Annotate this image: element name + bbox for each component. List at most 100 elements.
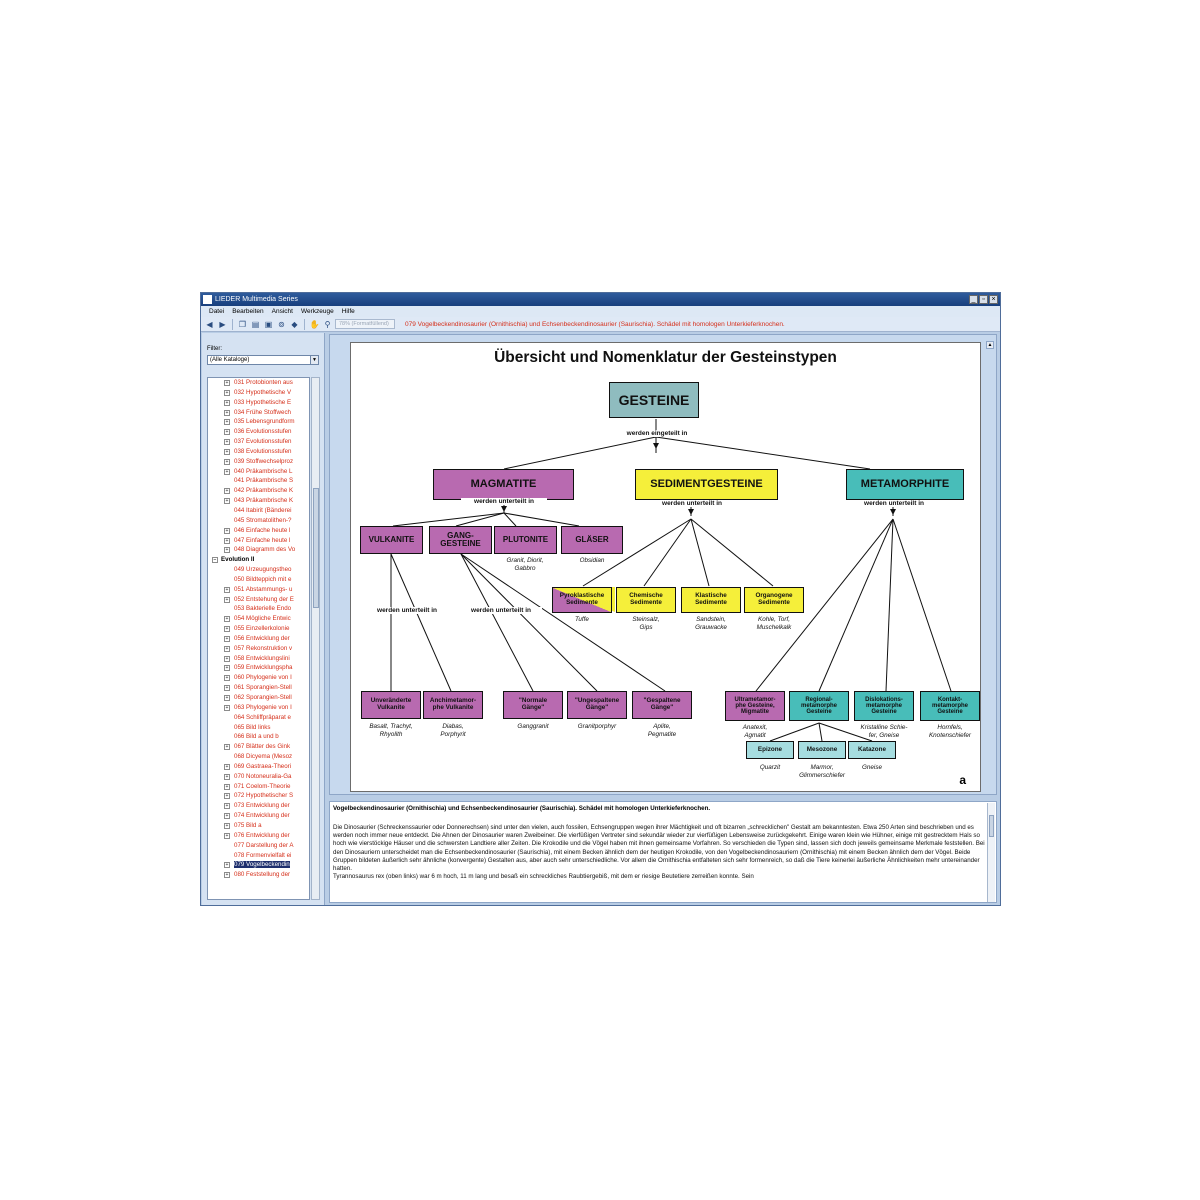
filter-select[interactable]: (Alle Kataloge) ▼ bbox=[207, 355, 319, 365]
expand-icon[interactable]: + bbox=[224, 439, 230, 446]
close-button[interactable]: × bbox=[989, 295, 998, 304]
expand-icon[interactable]: + bbox=[224, 488, 230, 495]
expand-icon[interactable]: + bbox=[224, 527, 230, 534]
expand-icon[interactable]: + bbox=[224, 695, 230, 701]
expand-icon[interactable]: + bbox=[224, 832, 230, 839]
tree-item[interactable]: +036 Evolutionsstufen bbox=[208, 427, 309, 437]
text-scrollbar[interactable] bbox=[987, 803, 995, 902]
tree-item[interactable]: 066 Bild a und b bbox=[208, 732, 309, 742]
expand-icon[interactable]: + bbox=[224, 685, 230, 692]
chevron-down-icon[interactable]: ▼ bbox=[310, 356, 318, 364]
tree-item[interactable]: +058 Entwicklungslini bbox=[208, 654, 309, 664]
expand-icon[interactable]: + bbox=[224, 675, 230, 682]
tree-item[interactable]: +075 Bild a bbox=[208, 821, 309, 831]
tree-group[interactable]: −Evolution II bbox=[208, 555, 309, 565]
menu-werkzeuge[interactable]: Werkzeuge bbox=[300, 308, 334, 315]
tree-item[interactable]: 064 Schliffpräparat e bbox=[208, 713, 309, 723]
expand-icon[interactable]: + bbox=[224, 380, 230, 386]
expand-icon[interactable]: + bbox=[224, 862, 230, 869]
expand-icon[interactable]: + bbox=[224, 822, 230, 829]
collapse-icon[interactable]: − bbox=[212, 557, 218, 564]
scrollbar-thumb[interactable] bbox=[989, 815, 994, 837]
tree-item[interactable]: +043 Präkambrische K bbox=[208, 496, 309, 506]
expand-icon[interactable]: + bbox=[224, 655, 230, 662]
tree-item[interactable]: +080 Feststellung der bbox=[208, 870, 309, 880]
bookmark-icon[interactable]: ◆ bbox=[291, 319, 298, 329]
tree-item[interactable]: +071 Coelom-Theorie bbox=[208, 782, 309, 792]
tree-item[interactable]: +059 Entwicklungspha bbox=[208, 663, 309, 673]
tree-item[interactable]: +072 Hypothetischer S bbox=[208, 791, 309, 801]
tree-item[interactable]: +069 Gastraea-Theori bbox=[208, 762, 309, 772]
expand-icon[interactable]: + bbox=[224, 547, 230, 554]
tree-item[interactable]: 078 Formenvielfalt ei bbox=[208, 851, 309, 861]
minimize-button[interactable]: _ bbox=[969, 295, 978, 304]
tree-item[interactable]: +040 Präkambrische L bbox=[208, 467, 309, 477]
tree-item[interactable]: 053 Bakterielle Endo bbox=[208, 604, 309, 614]
copy-icon[interactable]: ❐ bbox=[238, 319, 247, 329]
hand-tool-icon[interactable]: ✋ bbox=[309, 319, 320, 329]
expand-icon[interactable]: + bbox=[224, 645, 230, 652]
tree-item[interactable]: +063 Phylogenie von I bbox=[208, 703, 309, 713]
expand-icon[interactable]: + bbox=[224, 458, 230, 465]
expand-icon[interactable]: + bbox=[224, 793, 230, 800]
tree-item[interactable]: +067 Blätter des Gink bbox=[208, 742, 309, 752]
tree-item[interactable]: +076 Entwicklung der bbox=[208, 831, 309, 841]
zoom-icon[interactable]: ⚲ bbox=[324, 319, 331, 329]
tree-item[interactable]: 065 Bild links bbox=[208, 723, 309, 733]
tree-item[interactable]: 050 Bildteppich mit e bbox=[208, 575, 309, 585]
scroll-up-icon[interactable]: ▲ bbox=[986, 341, 994, 349]
expand-icon[interactable]: + bbox=[224, 813, 230, 820]
zoom-field[interactable]: 78% (Formatfüllend) bbox=[335, 319, 395, 329]
expand-icon[interactable]: + bbox=[224, 586, 230, 593]
back-arrow-icon[interactable]: ◀ bbox=[206, 319, 213, 329]
expand-icon[interactable]: + bbox=[224, 429, 230, 436]
tree-item[interactable]: +060 Phylogenie von I bbox=[208, 673, 309, 683]
tree-item[interactable]: +062 Sporangien-Stell bbox=[208, 693, 309, 703]
menu-datei[interactable]: Datei bbox=[209, 308, 225, 315]
expand-icon[interactable]: + bbox=[224, 389, 230, 396]
tree-item[interactable]: +033 Hypothetische E bbox=[208, 398, 309, 408]
tree-item[interactable]: +037 Evolutionsstufen bbox=[208, 437, 309, 447]
expand-icon[interactable]: + bbox=[224, 744, 230, 751]
tree-item[interactable]: +039 Stoffwechselproz bbox=[208, 457, 309, 467]
tree-item[interactable]: +056 Entwicklung der bbox=[208, 634, 309, 644]
expand-icon[interactable]: + bbox=[224, 468, 230, 475]
expand-icon[interactable]: + bbox=[224, 498, 230, 505]
scrollbar-thumb[interactable] bbox=[313, 488, 319, 608]
tree-item[interactable]: +048 Diagramm des Vo bbox=[208, 545, 309, 555]
forward-arrow-icon[interactable]: ▶ bbox=[219, 319, 226, 329]
tree-item[interactable]: +047 Einfache heute l bbox=[208, 536, 309, 546]
expand-icon[interactable]: + bbox=[224, 419, 230, 426]
expand-icon[interactable]: + bbox=[224, 665, 230, 672]
tree-item[interactable]: +074 Entwicklung der bbox=[208, 811, 309, 821]
tree-item[interactable]: +057 Rekonstruktion v bbox=[208, 644, 309, 654]
tree-item[interactable]: 045 Stromatolithen-? bbox=[208, 516, 309, 526]
tree-item[interactable]: +073 Entwicklung der bbox=[208, 801, 309, 811]
tree-item[interactable]: +051 Abstammungs- u bbox=[208, 585, 309, 595]
tree-item[interactable]: +055 Einzellerkolonie bbox=[208, 624, 309, 634]
viewer-scrollbar[interactable]: ▲ bbox=[986, 341, 994, 793]
menu-bearbeiten[interactable]: Bearbeiten bbox=[232, 308, 264, 315]
binoculars-icon[interactable]: ⊚ bbox=[278, 319, 285, 329]
tree-item[interactable]: +054 Mögliche Entwic bbox=[208, 614, 309, 624]
tree-item[interactable]: +042 Präkambrische K bbox=[208, 486, 309, 496]
tree-item[interactable]: 077 Darstellung der A bbox=[208, 841, 309, 851]
expand-icon[interactable]: + bbox=[224, 704, 230, 711]
tree-item[interactable]: +079 Vogelbeckendin bbox=[208, 860, 309, 870]
tree-item[interactable]: 041 Präkambrische S bbox=[208, 476, 309, 486]
menu-hilfe[interactable]: Hilfe bbox=[341, 308, 355, 315]
tree-item[interactable]: +061 Sporangien-Stell bbox=[208, 683, 309, 693]
tree-item[interactable]: +052 Entstehung der E bbox=[208, 595, 309, 605]
print-icon[interactable]: ▤ bbox=[251, 319, 260, 329]
tree-item[interactable]: +035 Lebensgrundform bbox=[208, 417, 309, 427]
expand-icon[interactable]: + bbox=[224, 399, 230, 406]
tree-item[interactable]: +038 Evolutionsstufen bbox=[208, 447, 309, 457]
tree-item[interactable]: +034 Frühe Stoffwech bbox=[208, 408, 309, 418]
expand-icon[interactable]: + bbox=[224, 773, 230, 780]
tree-item[interactable]: 068 Dicyema (Mesoz bbox=[208, 752, 309, 762]
expand-icon[interactable]: + bbox=[224, 448, 230, 455]
tree-item[interactable]: +032 Hypothetische V bbox=[208, 388, 309, 398]
maximize-button[interactable]: ▫ bbox=[979, 295, 988, 304]
tree-item[interactable]: +070 Notoneuralia-Ga bbox=[208, 772, 309, 782]
tree-item[interactable]: +046 Einfache heute l bbox=[208, 526, 309, 536]
